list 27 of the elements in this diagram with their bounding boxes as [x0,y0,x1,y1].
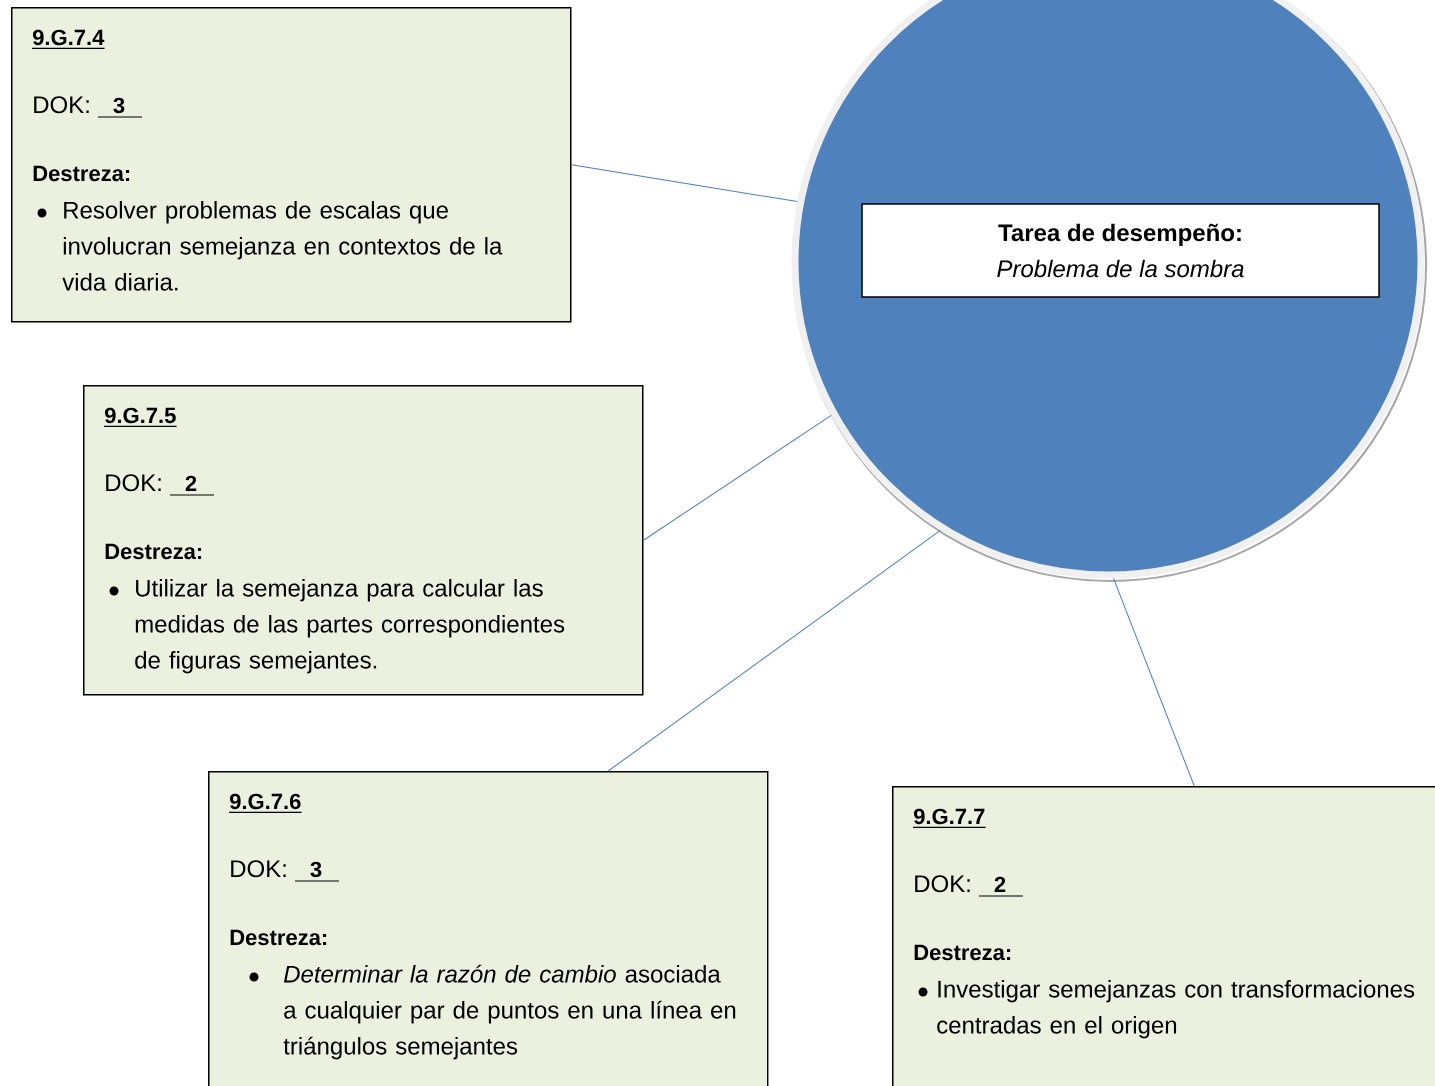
dok-label: DOK: [34,96,89,114]
skill-text: Investigar semejanzas con transformaciones centradas en el origen [937,980,1415,1039]
skill-text: Utilizar la semejanza para calcular las medidas de las partes correspondientes de figuras semejantes. [135,579,565,674]
dok-label: DOK: [915,875,970,893]
connector-line [607,529,941,772]
dok-value: 2 [169,475,215,496]
skill-heading: Destreza: [105,543,202,560]
task-title: Tarea de desempeño: [998,223,1241,247]
standard-code: 9.G.7.4 [31,29,106,49]
standard-code: 9.G.7.6 [228,793,303,813]
connector-line [571,164,798,203]
skill-heading: Destreza: [914,944,1011,961]
skill-text: Determinar la razón de cambio asociada a cualquier par de puntos en una línea en triángulos semejantes [283,964,736,1060]
connector-line [1113,577,1195,787]
dok-value: 3 [294,861,340,882]
skill-text: Resolver problemas de escalas que involucran semejanza en contextos de la vida diaria. [62,201,503,291]
skill-heading: Destreza: [33,165,130,182]
dok-label: DOK: [106,474,161,492]
skill-heading: Destreza: [230,929,327,946]
connector-line [643,414,832,541]
dok-label: DOK: [231,860,286,878]
task-box [861,203,1380,298]
standard-code: 9.G.7.5 [103,407,178,427]
dok-value: 3 [97,97,143,118]
dok-value: 2 [978,876,1024,897]
standard-code: 9.G.7.7 [912,808,987,828]
task-name: Problema de la sombra [997,259,1244,278]
